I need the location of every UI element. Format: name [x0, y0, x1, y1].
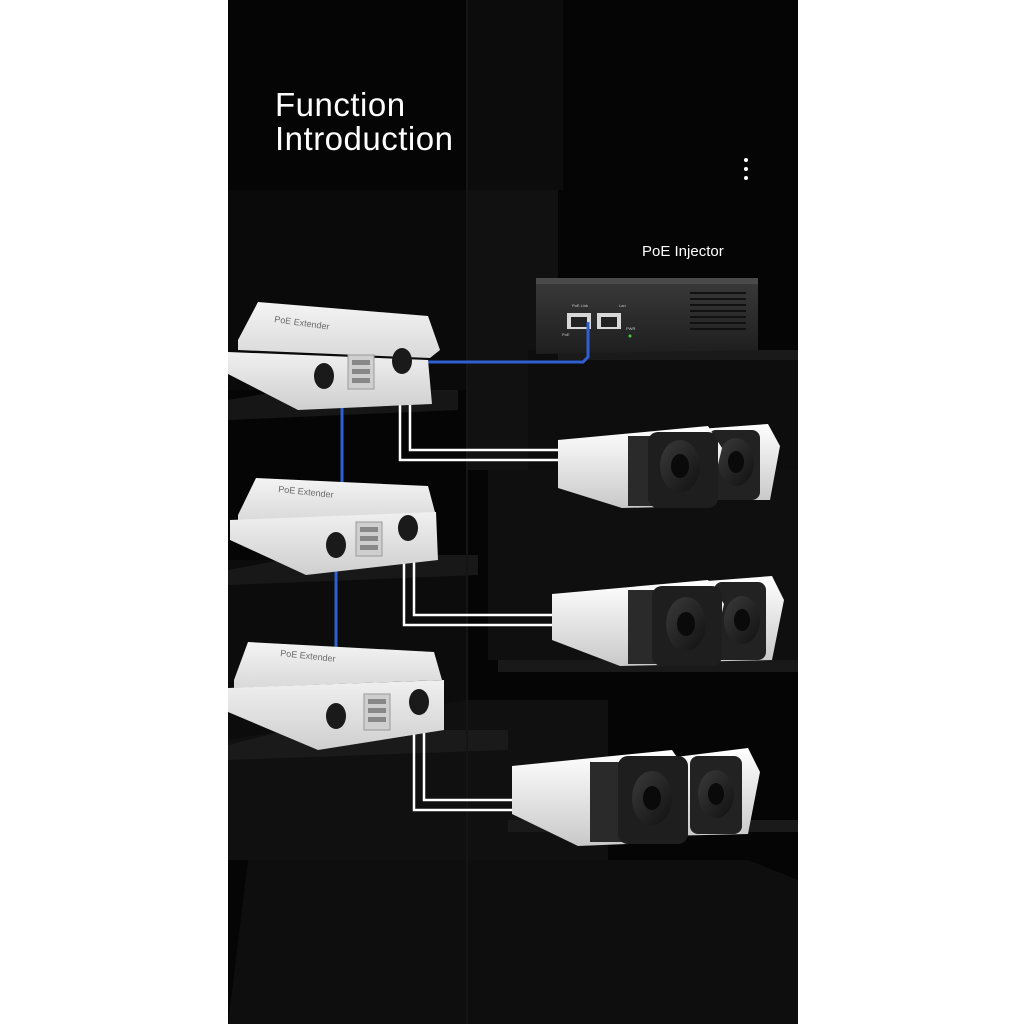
page-title: Function Introduction — [275, 88, 453, 156]
more-vertical-icon[interactable] — [738, 156, 754, 186]
product-panel: PoE Link Lan PoE PWR PoE Extender — [228, 0, 798, 1024]
injector-poe-led-label: PoE — [562, 332, 570, 337]
page-title-line-2: Introduction — [275, 122, 453, 156]
poe-injector: PoE Link Lan PoE PWR — [536, 278, 758, 354]
camera-pair-3 — [512, 748, 760, 846]
page-title-line-1: Function — [275, 88, 453, 122]
injector-lan-port-label: Lan — [619, 303, 626, 308]
injector-pwr-led-label: PWR — [626, 326, 635, 331]
poe-injector-label: PoE Injector — [642, 243, 724, 260]
injector-poe-port-label: PoE Link — [572, 303, 588, 308]
